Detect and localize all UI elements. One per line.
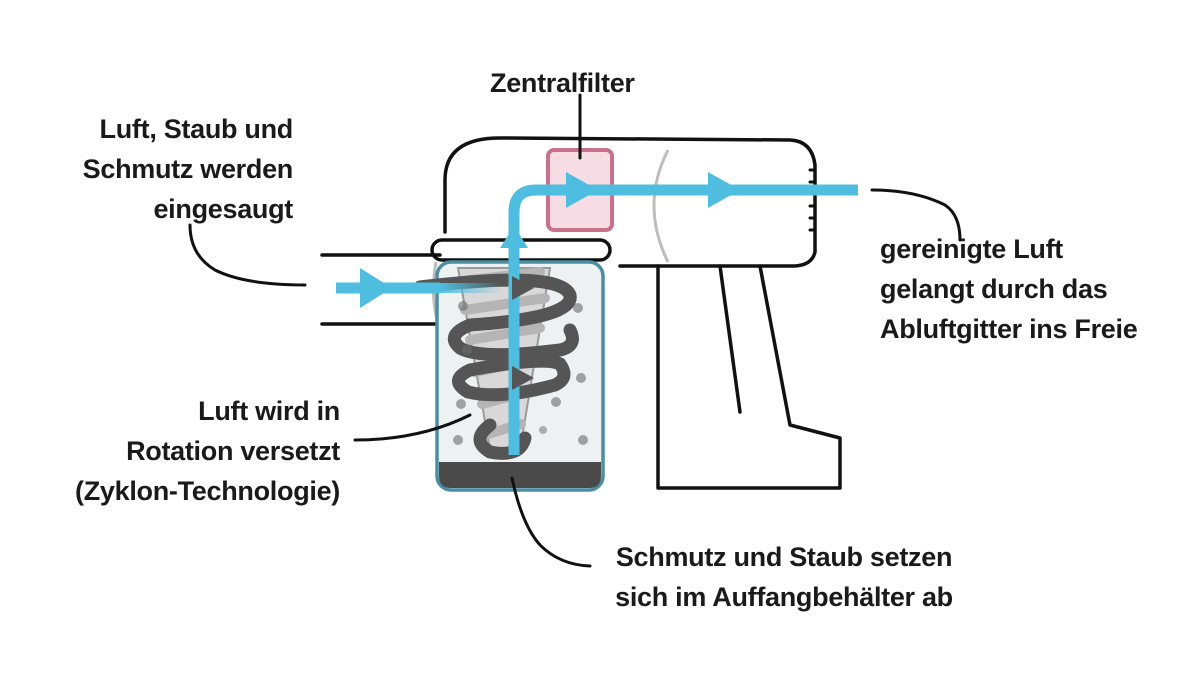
leader-lines [188, 93, 962, 568]
airflow-intake-fade [440, 283, 500, 293]
label-intake-line-1: Luft, Staub und [99, 114, 294, 144]
label-central-filter: Zentralfilter [490, 63, 635, 103]
cyclone-spiral [413, 273, 579, 460]
label-rotation: Luft wird in Rotation versetzt (Zyklon-T… [75, 391, 340, 511]
label-intake: Luft, Staub und Schmutz werden eingesaug… [82, 109, 294, 229]
label-dirt-collect: Schmutz und Staub setzen sich im Auffang… [598, 537, 970, 617]
label-clean-air: gereinigte Luft gelangt durch das Abluft… [880, 229, 1138, 349]
label-central-filter-text: Zentralfilter [490, 68, 635, 98]
label-clean-air-line-2: gelangt durch das [880, 274, 1108, 304]
arrow-head-icon [512, 276, 534, 390]
label-clean-air-line-1: gereinigte Luft [880, 234, 1063, 264]
label-clean-air-line-3: Abluftgitter ins Freie [880, 314, 1138, 344]
label-intake-line-2: Schmutz werden [82, 154, 294, 184]
label-intake-line-3: eingesaugt [153, 194, 293, 224]
label-rotation-line-2: Rotation versetzt [126, 436, 340, 466]
label-dirt-collect-line-1: Schmutz und Staub setzen [615, 542, 953, 572]
arrow-head-icon [360, 172, 740, 308]
dust-particles [453, 301, 588, 445]
label-rotation-line-1: Luft wird in [198, 396, 340, 426]
label-rotation-line-3: (Zyklon-Technologie) [75, 476, 340, 506]
label-dirt-collect-line-2: sich im Auffangbehälter ab [615, 582, 953, 612]
